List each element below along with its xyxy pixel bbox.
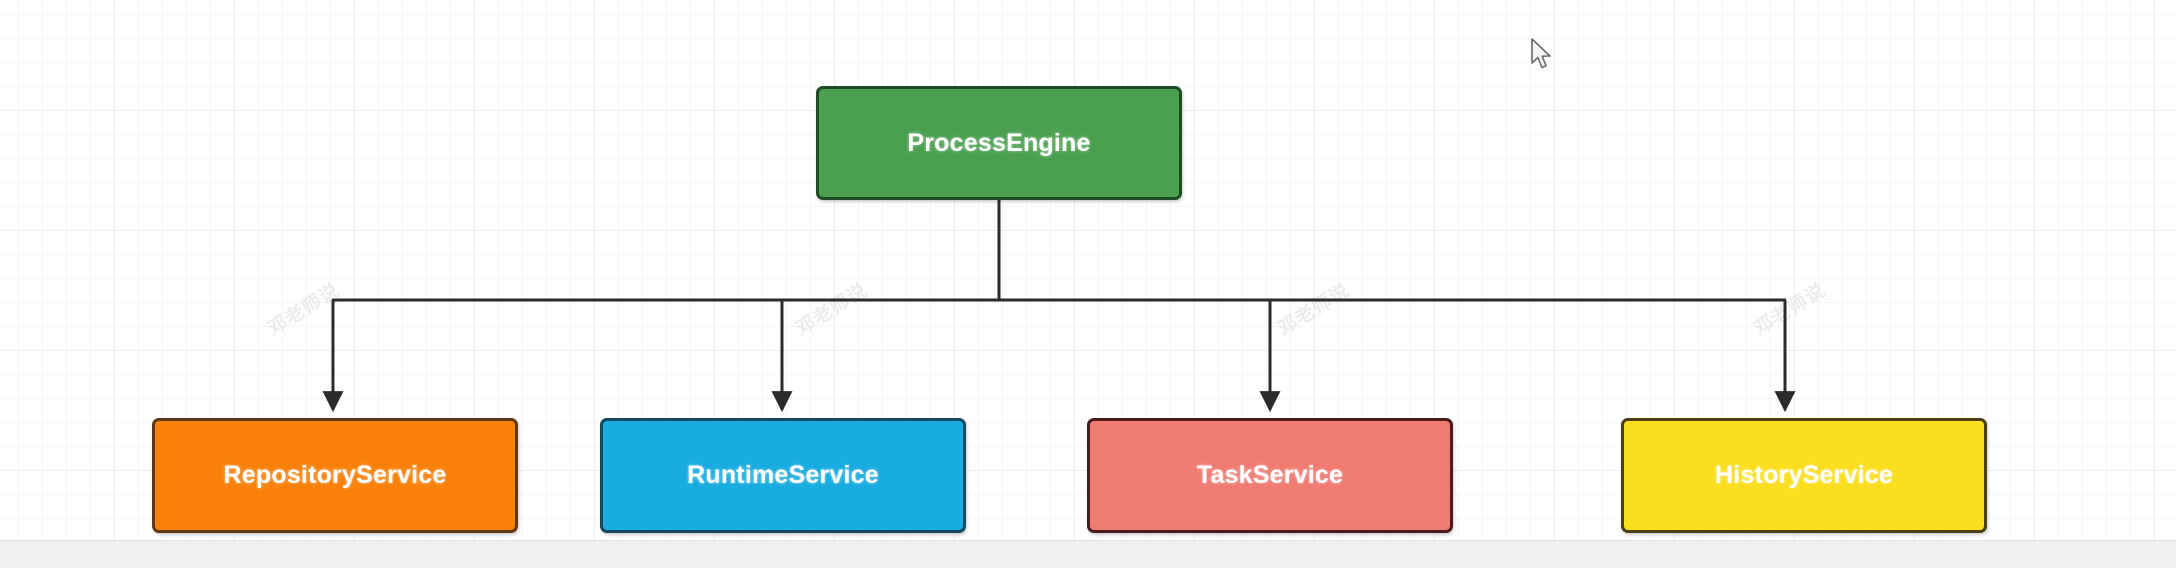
bottom-status-bar bbox=[0, 540, 2176, 568]
node-process-engine[interactable]: ProcessEngine bbox=[816, 86, 1182, 200]
node-task-service[interactable]: TaskService bbox=[1087, 418, 1453, 533]
watermark-text: 邓老师说 bbox=[1750, 279, 1830, 341]
watermark-text: 邓老师说 bbox=[264, 279, 344, 341]
diagram-canvas[interactable]: 邓老师说 邓老师说 邓老师说 邓老师说 Pr bbox=[0, 0, 2176, 540]
node-label: RuntimeService bbox=[687, 461, 879, 489]
watermark-text: 邓老师说 bbox=[1274, 279, 1354, 341]
node-history-service[interactable]: HistoryService bbox=[1621, 418, 1987, 533]
watermark-text: 邓老师说 bbox=[792, 279, 872, 341]
node-label: TaskService bbox=[1196, 461, 1344, 489]
node-label: RepositoryService bbox=[223, 461, 447, 489]
node-label: HistoryService bbox=[1715, 461, 1893, 489]
node-repository-service[interactable]: RepositoryService bbox=[152, 418, 518, 533]
node-label: ProcessEngine bbox=[907, 128, 1091, 157]
node-runtime-service[interactable]: RuntimeService bbox=[600, 418, 966, 533]
